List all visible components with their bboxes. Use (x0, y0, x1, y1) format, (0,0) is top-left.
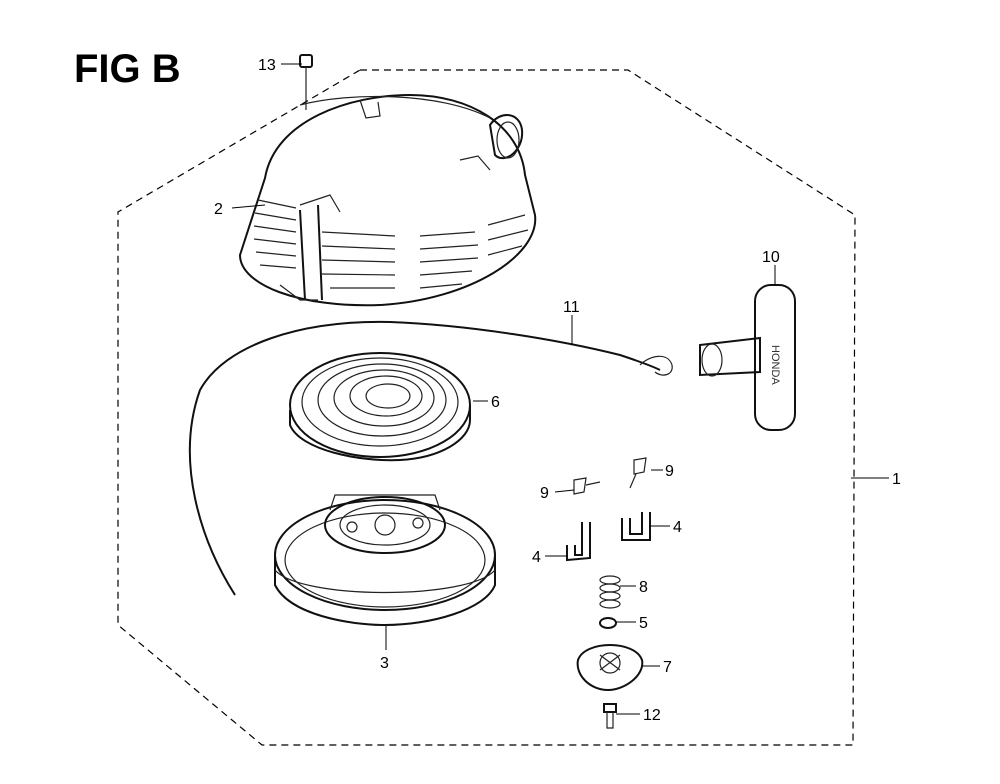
ratchet-pawl-drawing (566, 512, 651, 562)
callout-9-right: 9 (665, 463, 674, 480)
handle-brand-text: HONDA (769, 345, 781, 385)
callout-5: 5 (639, 615, 648, 632)
callout-3: 3 (380, 655, 389, 672)
callout-labels: 13 2 10 11 6 1 9 9 4 4 8 5 7 3 12 (214, 57, 901, 724)
recoil-spring-drawing (289, 352, 471, 462)
callout-11: 11 (563, 299, 580, 316)
starter-case-cover-drawing (238, 93, 537, 307)
callout-1: 1 (892, 471, 901, 488)
friction-spring-drawing (599, 575, 621, 609)
callout-2: 2 (214, 201, 223, 218)
callout-13: 13 (258, 57, 276, 74)
setting-bolt-drawing (603, 703, 617, 729)
assembly-boundary (117, 69, 856, 746)
callout-4-right: 4 (673, 519, 682, 536)
flange-bolt-drawing (299, 54, 313, 110)
ratchet-guide-drawing (576, 644, 644, 692)
return-spring-drawing (573, 457, 647, 495)
washer-drawing (599, 617, 617, 629)
callout-7: 8 (639, 579, 648, 596)
figure-title: FIG B (74, 47, 181, 91)
starter-reel-pulley-drawing (274, 494, 496, 627)
callout-10: 10 (762, 249, 780, 266)
starter-rope-drawing (188, 320, 661, 596)
callout-8: 6 (491, 394, 500, 411)
callout-9-left: 9 (540, 485, 549, 502)
callout-4-left: 4 (532, 549, 541, 566)
callout-12: 12 (643, 707, 661, 724)
starter-grip-drawing: HONDA (699, 284, 796, 431)
callout-6: 7 (663, 659, 672, 676)
leader-lines (231, 63, 889, 715)
